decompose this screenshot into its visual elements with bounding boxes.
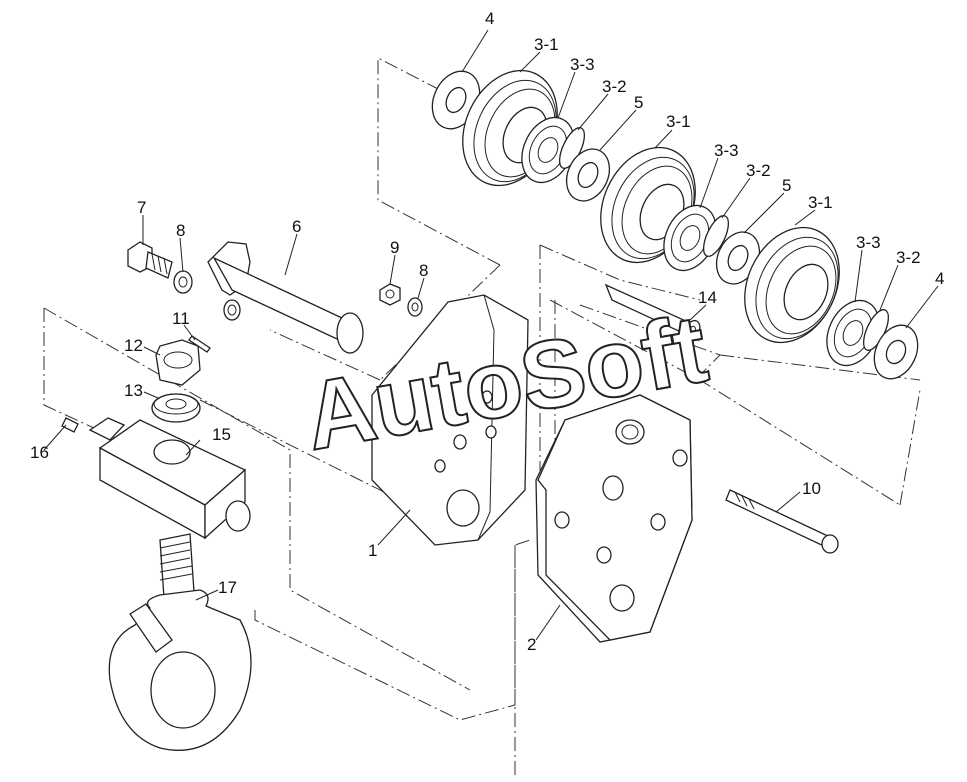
- bolt-7: [127, 241, 173, 279]
- label-3-3-middle: 3-3: [714, 141, 739, 160]
- axle-6: [207, 241, 364, 354]
- pin-14: [604, 283, 701, 343]
- label-2: 2: [527, 635, 536, 654]
- label-4-top: 4: [485, 9, 494, 28]
- label-3-1-bottom: 3-1: [808, 193, 833, 212]
- label-9: 9: [390, 238, 399, 257]
- bolt-10: [725, 489, 839, 554]
- thrust-bearing-13: [151, 393, 201, 423]
- washer-4-bottom: [873, 324, 919, 380]
- label-3-1-middle: 3-1: [666, 112, 691, 131]
- label-15: 15: [212, 425, 231, 444]
- label-3-3-bottom: 3-3: [856, 233, 881, 252]
- label-5-top: 5: [634, 93, 643, 112]
- bearing-3-3-middle: [663, 204, 717, 272]
- spacer-5-middle: [715, 231, 761, 285]
- snap-ring-3-2-top: [558, 127, 586, 169]
- snap-ring-3-2-middle: [702, 215, 730, 257]
- label-8-right: 8: [419, 261, 428, 280]
- label-10: 10: [802, 479, 821, 498]
- washer-8-right: [407, 297, 423, 317]
- label-11: 11: [172, 309, 190, 328]
- label-4-bottom: 4: [935, 269, 944, 288]
- spacer-5-top: [565, 148, 611, 202]
- label-17: 17: [218, 578, 237, 597]
- grease-nipple-16: [61, 417, 79, 433]
- roller-3-1-bottom: [744, 226, 840, 344]
- label-7: 7: [137, 198, 146, 217]
- hook-17: [108, 533, 252, 751]
- castle-nut-12: [155, 339, 201, 386]
- label-5-middle: 5: [782, 176, 791, 195]
- label-3-2-bottom: 3-2: [896, 248, 921, 267]
- label-16: 16: [30, 443, 49, 462]
- cotter-pin-11: [188, 335, 211, 353]
- label-1: 1: [368, 541, 377, 560]
- label-14: 14: [698, 288, 717, 307]
- label-12: 12: [124, 336, 143, 355]
- nut-9: [379, 283, 401, 306]
- side-plate-2: [535, 394, 693, 643]
- crosshead-15: [88, 417, 251, 540]
- label-3-2-middle: 3-2: [746, 161, 771, 180]
- leader-lines: [43, 29, 939, 641]
- label-3-1-top: 3-1: [534, 35, 559, 54]
- part-labels: 4 3-1 3-3 3-2 5 3-1 3-3 3-2 5 3-1 3-3 3-…: [30, 9, 944, 654]
- label-6: 6: [292, 217, 301, 236]
- label-3-2-top: 3-2: [602, 77, 627, 96]
- label-8-left: 8: [176, 221, 185, 240]
- side-plate-1: [371, 294, 529, 546]
- label-13: 13: [124, 381, 143, 400]
- label-3-3-top: 3-3: [570, 55, 595, 74]
- washer-8-left: [173, 270, 193, 294]
